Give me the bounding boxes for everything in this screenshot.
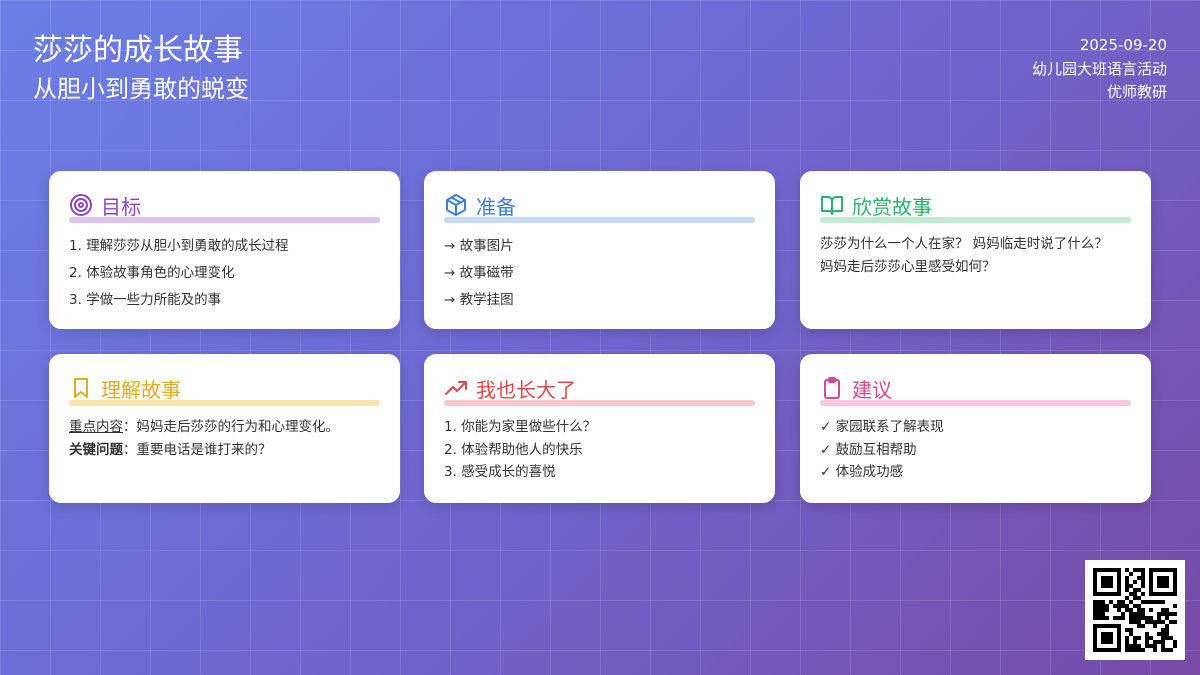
list-item: → 故事磁带 <box>444 265 514 281</box>
trending-up-icon <box>445 381 467 395</box>
date: 2025-09-20 <box>1079 36 1167 54</box>
list-item: 3. 学做一些力所能及的事 <box>69 292 222 308</box>
list-item: 2. 体验故事角色的心理变化 <box>69 265 235 281</box>
card-grown-up: 我也长大了 1. 你能为家里做些什么？ 2. 体验帮助他人的快乐 3. 感受成长的喜… <box>424 354 775 503</box>
target-icon <box>70 194 92 216</box>
card-title: 理解故事 <box>101 377 181 402</box>
card-title: 目标 <box>101 194 141 219</box>
list-item: → 教学挂图 <box>444 292 514 308</box>
activity: 幼儿园大班语言活动 <box>1031 59 1167 78</box>
list-item: 2. 体验帮助他人的快乐 <box>444 441 583 458</box>
key-label: 关键问题 <box>69 441 123 458</box>
list-item: → 故事图片 <box>444 238 514 254</box>
card-appreciate-story: 欣赏故事 莎莎为什么一个人在家？ 妈妈临走时说了什么？ 妈妈走后莎莎心里感受如何？ <box>800 171 1151 329</box>
list-item: ✓ 体验成功感 <box>820 464 904 480</box>
key-value: ：妈妈走后莎莎的行为和心理变化。 <box>123 419 339 435</box>
card-title: 准备 <box>476 194 516 219</box>
divider <box>820 217 1131 223</box>
header-meta: 2025-09-20 幼儿园大班语言活动 优师教研 <box>1032 34 1167 105</box>
page-title: 莎莎的成长故事 <box>33 33 243 68</box>
card-goals: 目标 1. 理解莎莎从胆小到勇敢的成长过程 2. 体验故事角色的心理变化 3. 学做… <box>49 171 400 329</box>
key-value: ：重要电话是谁打来的？ <box>123 441 272 458</box>
box-icon <box>446 194 466 216</box>
page-subtitle: 从胆小到勇敢的蜕变 <box>33 75 249 103</box>
divider <box>444 217 755 223</box>
list-item: 关键问题：重要电话是谁打来的？ <box>69 439 380 462</box>
list-item: 1. 你能为家里做些什么？ <box>444 419 597 435</box>
organization: 优师教研 <box>1106 83 1167 101</box>
divider <box>444 400 755 406</box>
list-item: 1. 理解莎莎从胆小到勇敢的成长过程 <box>69 238 289 254</box>
card-title: 欣赏故事 <box>852 194 932 219</box>
book-open-icon <box>821 196 843 215</box>
qr-code <box>1085 560 1185 660</box>
divider <box>69 400 380 406</box>
card-preparation: 准备 → 故事图片 → 故事磁带 → 教学挂图 <box>424 171 775 329</box>
list-item: 3. 感受成长的喜悦 <box>444 464 556 480</box>
divider <box>820 400 1131 406</box>
list-item: 莎莎为什么一个人在家？ 妈妈临走时说了什么？ <box>820 236 1108 252</box>
list-item: 重点内容：妈妈走后莎莎的行为和心理变化。 <box>69 416 380 439</box>
card-understand-story: 理解故事 重点内容：妈妈走后莎莎的行为和心理变化。关键问题：重要电话是谁打来的？ <box>49 354 400 503</box>
key-label: 重点内容 <box>69 419 123 435</box>
list-item: 妈妈走后莎莎心里感受如何？ <box>820 258 996 275</box>
divider <box>69 217 380 223</box>
card-suggestions: 建议 ✓ 家园联系了解表现 ✓ 鼓励互相帮助 ✓ 体验成功感 <box>800 354 1151 503</box>
list-item: ✓ 鼓励互相帮助 <box>820 441 917 458</box>
header: 莎莎的成长故事 从胆小到勇敢的蜕变 <box>33 32 249 106</box>
card-title: 建议 <box>852 377 892 402</box>
list-item: ✓ 家园联系了解表现 <box>820 419 944 435</box>
card-title: 我也长大了 <box>476 377 576 402</box>
bookmark-icon <box>74 378 88 398</box>
clipboard-icon <box>824 377 840 399</box>
